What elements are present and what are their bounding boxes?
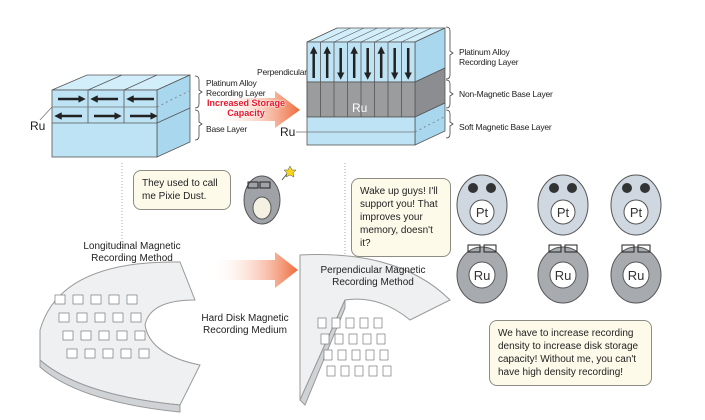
bit-character	[72, 294, 84, 305]
bit-character	[348, 333, 358, 345]
ru-badge	[549, 261, 577, 289]
bit-character	[373, 317, 383, 329]
bit-character	[120, 348, 132, 359]
bit-character	[126, 294, 138, 305]
bit-character	[134, 330, 146, 341]
grain-boundary	[401, 27, 432, 43]
pt-badge-text: Pt	[476, 205, 489, 220]
bit-character	[376, 333, 386, 345]
longitudinal-block	[39, 74, 191, 158]
increased-storage-label: Increased Storage Capacity	[206, 98, 286, 118]
soft-magnetic-label: Soft Magnetic Base Layer	[459, 122, 552, 132]
bit-character	[84, 348, 96, 359]
grain-boundary	[387, 27, 419, 43]
ru-center-label: Ru	[352, 101, 368, 115]
bit-character	[334, 333, 344, 345]
bit-character	[58, 312, 70, 323]
ru-badge	[468, 261, 496, 289]
eye	[567, 183, 577, 193]
bit-character	[359, 317, 369, 329]
ru-badge-text: Ru	[555, 268, 572, 283]
bit-character	[382, 365, 392, 377]
ru-badge-text: Ru	[628, 268, 645, 283]
bit-character	[98, 330, 110, 341]
bit-character	[112, 312, 124, 323]
pt-badge-text: Pt	[630, 205, 643, 220]
grain-boundary	[360, 27, 392, 43]
medium-caption: Hard Disk Magnetic Recording Medium	[201, 313, 289, 336]
grain-boundary	[374, 27, 405, 43]
ru-badge	[622, 261, 650, 289]
density-speech-bubble: We have to increase recording density to…	[489, 320, 652, 386]
bit-character	[379, 349, 389, 361]
glasses	[548, 244, 562, 253]
glasses	[467, 244, 481, 253]
layer-braces	[194, 26, 454, 141]
pt-badge-text: Pt	[557, 205, 570, 220]
bit-character	[365, 349, 375, 361]
bit-character	[351, 349, 361, 361]
eye	[640, 183, 650, 193]
pt-recording-layer-label: Platinum Alloy Recording Layer	[459, 47, 519, 67]
glasses	[483, 244, 497, 253]
glasses	[564, 244, 578, 253]
eye	[549, 183, 559, 193]
bit-character	[345, 317, 355, 329]
perpendicular-columns	[306, 27, 432, 117]
disc-bit-characters	[54, 294, 392, 377]
longitudinal-arrows	[54, 95, 158, 120]
bit-character	[80, 330, 92, 341]
perpendicular-method-caption: Perpendicular Magnetic Recording Method	[320, 265, 426, 288]
eye	[468, 183, 478, 193]
ru-label-perpendicular: Ru	[280, 125, 296, 139]
bit-character	[116, 330, 128, 341]
bit-character	[331, 317, 341, 329]
pt-badge	[550, 199, 576, 225]
pixie-character	[243, 165, 297, 225]
bit-character	[368, 365, 378, 377]
bit-character	[138, 348, 150, 359]
bit-character	[76, 312, 88, 323]
bit-character	[354, 365, 364, 377]
increase-arrow	[210, 91, 300, 128]
bit-character	[108, 294, 120, 305]
bit-character	[94, 312, 106, 323]
ru-label-longitudinal: Ru	[30, 119, 46, 133]
bit-character	[66, 348, 78, 359]
non-magnetic-label: Non-Magnetic Base Layer	[459, 89, 553, 99]
eye	[486, 183, 496, 193]
method-arrow	[210, 252, 298, 288]
longitudinal-method-caption: Longitudinal Magnetic Recording Method	[83, 241, 181, 264]
perpendicular-label: Perpendicular	[257, 67, 307, 77]
bit-character	[337, 349, 347, 361]
bit-character	[362, 333, 372, 345]
base-layer-label: Base Layer	[206, 124, 247, 134]
pixie-speech-bubble: They used to call me Pixie Dust.	[133, 170, 231, 210]
bit-character	[54, 294, 66, 305]
bit-character	[102, 348, 114, 359]
recording-layer-label: Platinum Alloy Recording Layer	[206, 78, 266, 98]
pt-badge	[469, 199, 495, 225]
glasses	[637, 244, 651, 253]
bit-character	[326, 365, 336, 377]
eye	[622, 183, 632, 193]
wake-speech-bubble: Wake up guys! I'll support you! That imp…	[351, 178, 451, 257]
bit-character	[90, 294, 102, 305]
bit-character	[323, 349, 333, 361]
grain-boundary	[347, 27, 378, 43]
bit-character	[320, 333, 330, 345]
grain-boundary	[333, 27, 365, 43]
bit-character	[62, 330, 74, 341]
grain-boundary	[306, 27, 338, 43]
bit-character	[340, 365, 350, 377]
glasses	[621, 244, 635, 253]
pt-badge	[623, 199, 649, 225]
bit-character	[130, 312, 142, 323]
bit-character	[317, 317, 327, 329]
grain-boundary	[320, 27, 351, 43]
ru-badge-text: Ru	[474, 268, 491, 283]
